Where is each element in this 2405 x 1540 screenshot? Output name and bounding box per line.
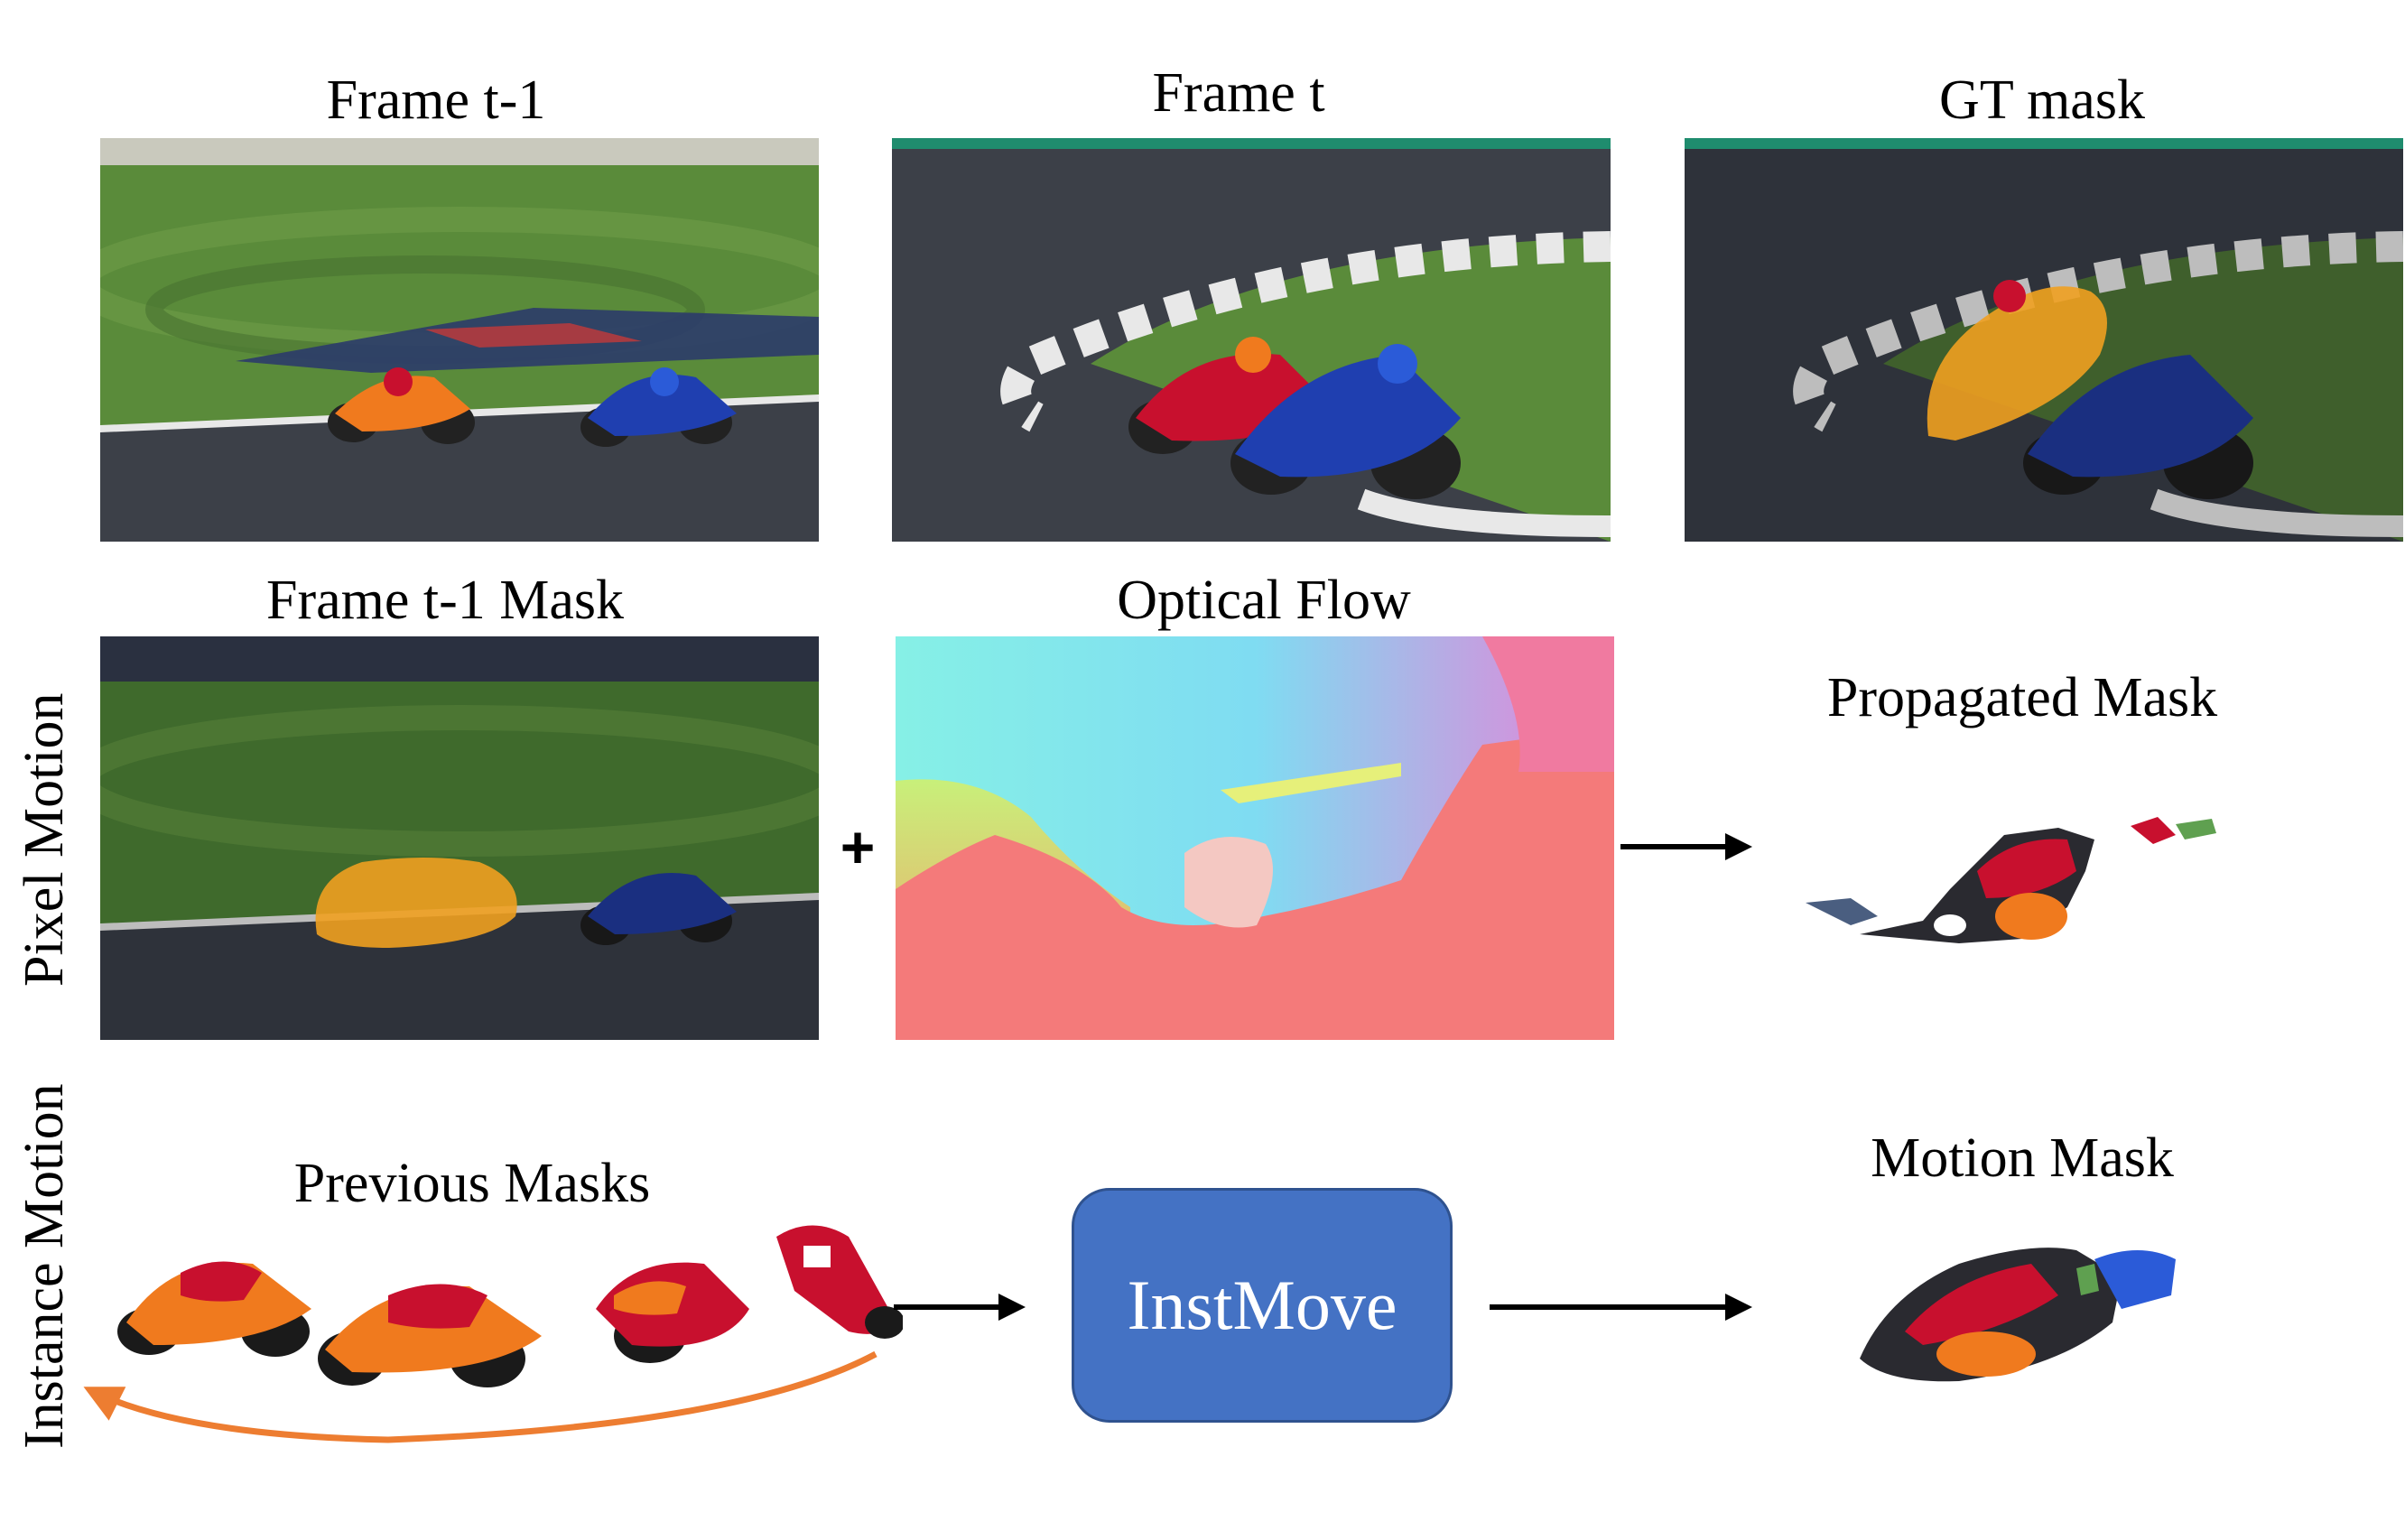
- previous-masks-image: [108, 1210, 903, 1399]
- frame-prev-image: [100, 138, 819, 542]
- frame-prev-mask-label: Frame t-1 Mask: [265, 570, 625, 631]
- optical-flow-label: Optical Flow: [1117, 570, 1411, 631]
- optical-flow-image: [896, 636, 1614, 1040]
- motorcycle-icon: [776, 1225, 903, 1339]
- motorcycle-icon: [596, 1262, 749, 1363]
- propagated-mask-image: [1797, 808, 2230, 961]
- frame-prev-label: Frame t-1: [326, 70, 546, 131]
- pixel-motion-label: Pixel Motion: [14, 692, 75, 987]
- instmove-module: InstMove: [1072, 1188, 1453, 1423]
- plus-operator: +: [840, 813, 876, 880]
- motorcycle-icon: [318, 1284, 542, 1387]
- propagated-mask-label: Propagated Mask: [1826, 667, 2218, 728]
- gt-mask-image: [1685, 138, 2403, 542]
- previous-masks-label: Previous Masks: [293, 1153, 651, 1214]
- frame-prev-mask-image: [100, 636, 819, 1040]
- motion-mask-label: Motion Mask: [1871, 1127, 2174, 1189]
- instance-motion-label: Instance Motion: [14, 1083, 75, 1449]
- motorcycle-icon: [117, 1261, 311, 1357]
- frame-curr-image: [892, 138, 1611, 542]
- instmove-label: InstMove: [1127, 1266, 1398, 1344]
- gt-mask-label: GT mask: [1939, 70, 2145, 131]
- motion-mask-image: [1851, 1223, 2185, 1386]
- frame-curr-label: Frame t: [1152, 62, 1325, 124]
